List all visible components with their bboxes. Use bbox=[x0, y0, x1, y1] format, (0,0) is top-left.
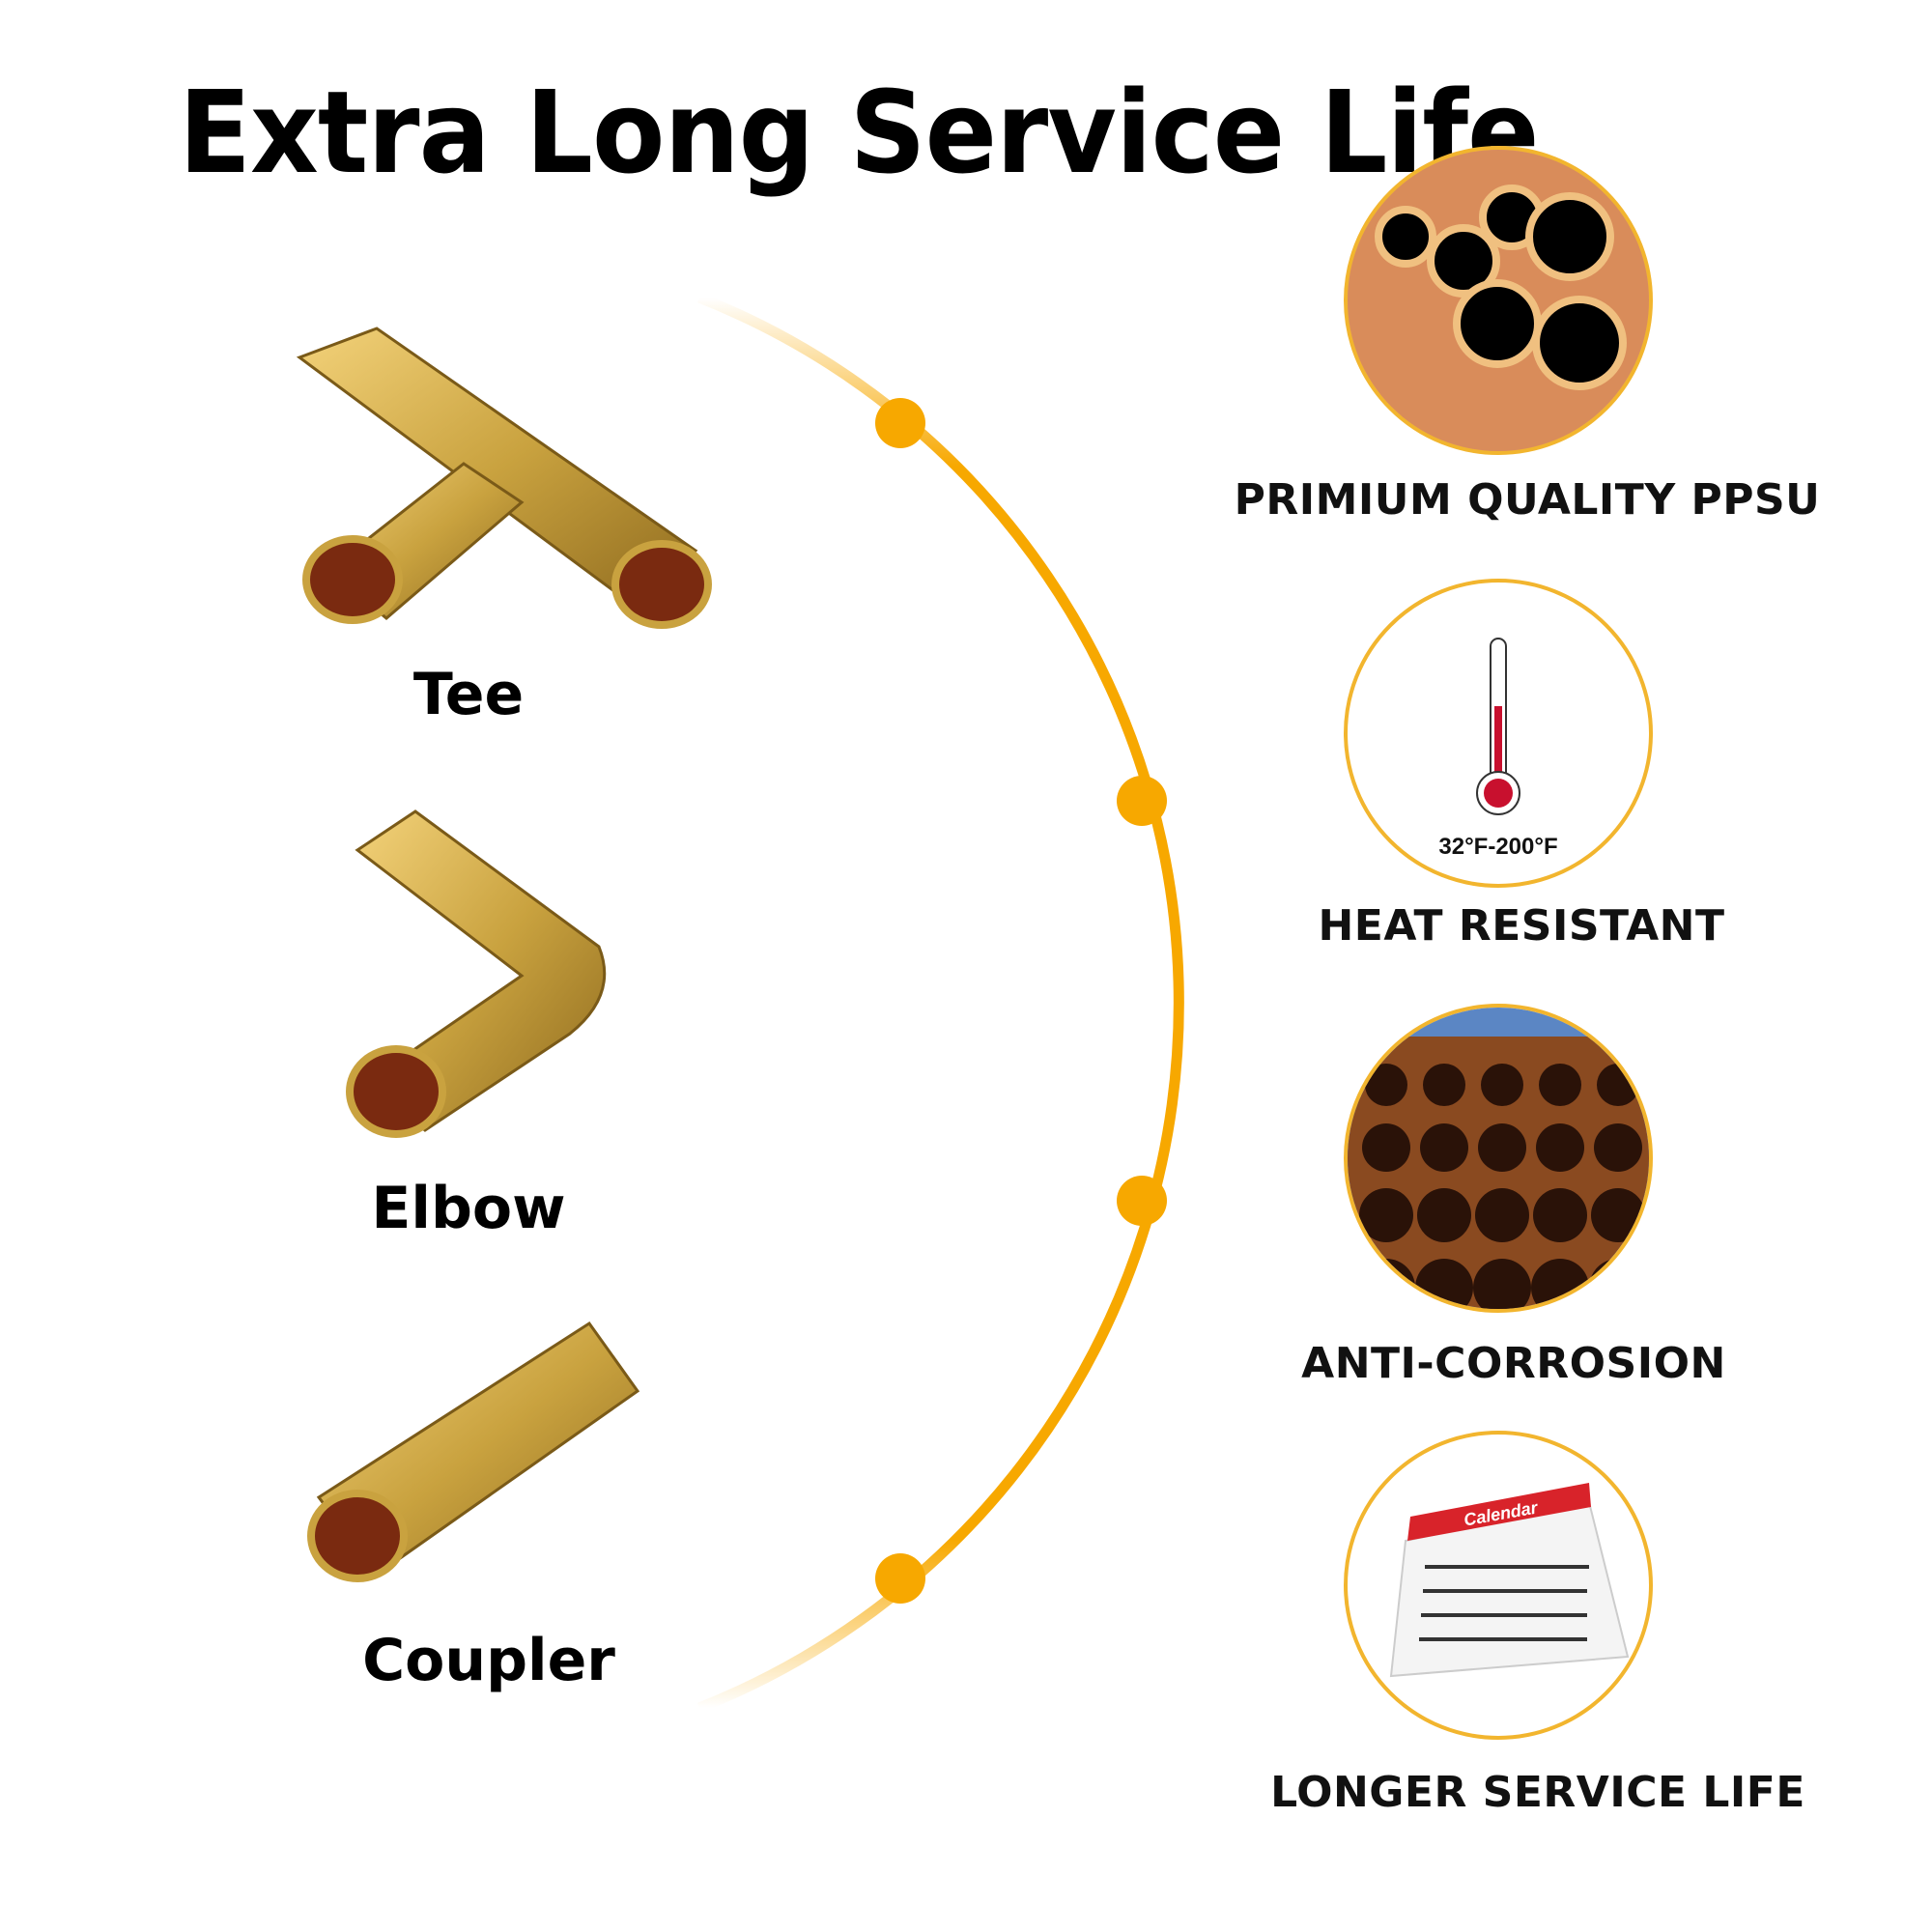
product-label-coupler: Coupler bbox=[362, 1627, 615, 1694]
feature-circle-corrosion bbox=[1344, 1004, 1653, 1313]
timeline-dot bbox=[875, 398, 925, 448]
tee-fitting-image bbox=[296, 327, 712, 629]
feature-label-service-life: LONGER SERVICE LIFE bbox=[1270, 1768, 1805, 1817]
timeline-dot bbox=[875, 1553, 925, 1604]
temperature-range: 32°F-200°F bbox=[1438, 834, 1558, 860]
elbow-fitting-image bbox=[346, 810, 607, 1138]
calendar-icon bbox=[1389, 1483, 1630, 1678]
feature-circle-ppsu bbox=[1344, 146, 1653, 455]
product-label-elbow: Elbow bbox=[371, 1175, 566, 1242]
page-title: Extra Long Service Life bbox=[179, 66, 1539, 199]
feature-circle-heat: 32°F-200°F bbox=[1344, 579, 1653, 888]
timeline-dot bbox=[1117, 1176, 1167, 1226]
feature-label-corrosion: ANTI-CORROSION bbox=[1301, 1339, 1726, 1388]
timeline-dot bbox=[1117, 776, 1167, 826]
feature-circle-service-life: Calendar bbox=[1344, 1431, 1653, 1740]
thermometer-icon bbox=[1476, 638, 1520, 815]
feature-label-heat: HEAT RESISTANT bbox=[1318, 901, 1725, 951]
feature-label-ppsu: PRIMIUM QUALITY PPSU bbox=[1234, 475, 1821, 525]
copper-pipes-icon bbox=[1348, 150, 1649, 451]
product-label-tee: Tee bbox=[412, 661, 525, 728]
coupler-fitting-image bbox=[307, 1321, 640, 1582]
pipe-stack-icon bbox=[1348, 1008, 1649, 1309]
